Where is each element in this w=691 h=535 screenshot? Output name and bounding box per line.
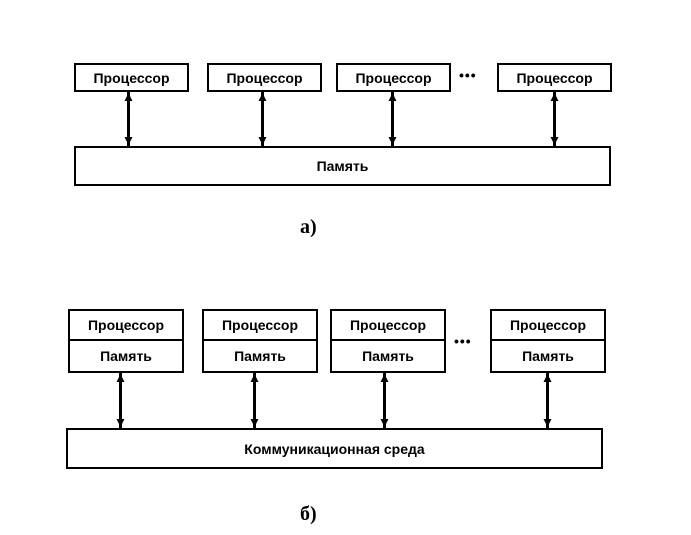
ellipsis-b: ••• bbox=[454, 333, 472, 349]
link-line-b3 bbox=[383, 373, 386, 428]
node-b4: Процессор Память bbox=[490, 309, 606, 373]
caption-a: а) bbox=[300, 216, 317, 238]
arrowhead-up-a1 bbox=[124, 93, 133, 101]
bus-line-a2 bbox=[261, 92, 264, 146]
node-b3: Процессор Память bbox=[330, 309, 446, 373]
node-memory: Память bbox=[522, 348, 574, 364]
link-line-b4 bbox=[546, 373, 549, 428]
node-processor: Процессор bbox=[204, 311, 316, 341]
arrowhead-down-a1 bbox=[124, 137, 133, 145]
arrowhead-down-a3 bbox=[388, 137, 397, 145]
node-b2: Процессор Память bbox=[202, 309, 318, 373]
node-processor: Процессор bbox=[492, 311, 604, 341]
processor-a3: Процессор bbox=[336, 63, 451, 92]
node-memory: Память bbox=[100, 348, 152, 364]
arrowhead-down-b1 bbox=[116, 419, 125, 427]
bus-line-a1 bbox=[127, 92, 130, 146]
processor-a1: Процессор bbox=[74, 63, 189, 92]
arrowhead-down-a2 bbox=[258, 137, 267, 145]
bus-line-a3 bbox=[391, 92, 394, 146]
arrowhead-up-a4 bbox=[550, 93, 559, 101]
link-line-b2 bbox=[253, 373, 256, 428]
processor-a4: Процессор bbox=[497, 63, 612, 92]
node-processor: Процессор bbox=[332, 311, 444, 341]
arrowhead-up-a2 bbox=[258, 93, 267, 101]
arrowhead-down-b3 bbox=[380, 419, 389, 427]
node-b1: Процессор Память bbox=[68, 309, 184, 373]
arrowhead-up-b1 bbox=[116, 374, 125, 382]
node-processor: Процессор bbox=[70, 311, 182, 341]
node-memory: Память bbox=[362, 348, 414, 364]
link-line-b1 bbox=[119, 373, 122, 428]
communication-network-box: Коммуникационная среда bbox=[66, 428, 603, 469]
arrowhead-up-a3 bbox=[388, 93, 397, 101]
node-memory: Память bbox=[234, 348, 286, 364]
bus-line-a4 bbox=[553, 92, 556, 146]
processor-a2: Процессор bbox=[207, 63, 322, 92]
arrowhead-down-b2 bbox=[250, 419, 259, 427]
shared-memory-box: Память bbox=[74, 146, 611, 186]
arrowhead-down-a4 bbox=[550, 137, 559, 145]
arrowhead-up-b3 bbox=[380, 374, 389, 382]
arrowhead-down-b4 bbox=[543, 419, 552, 427]
arrowhead-up-b4 bbox=[543, 374, 552, 382]
caption-b: б) bbox=[300, 503, 317, 525]
arrowhead-up-b2 bbox=[250, 374, 259, 382]
ellipsis-a: ••• bbox=[459, 67, 477, 83]
